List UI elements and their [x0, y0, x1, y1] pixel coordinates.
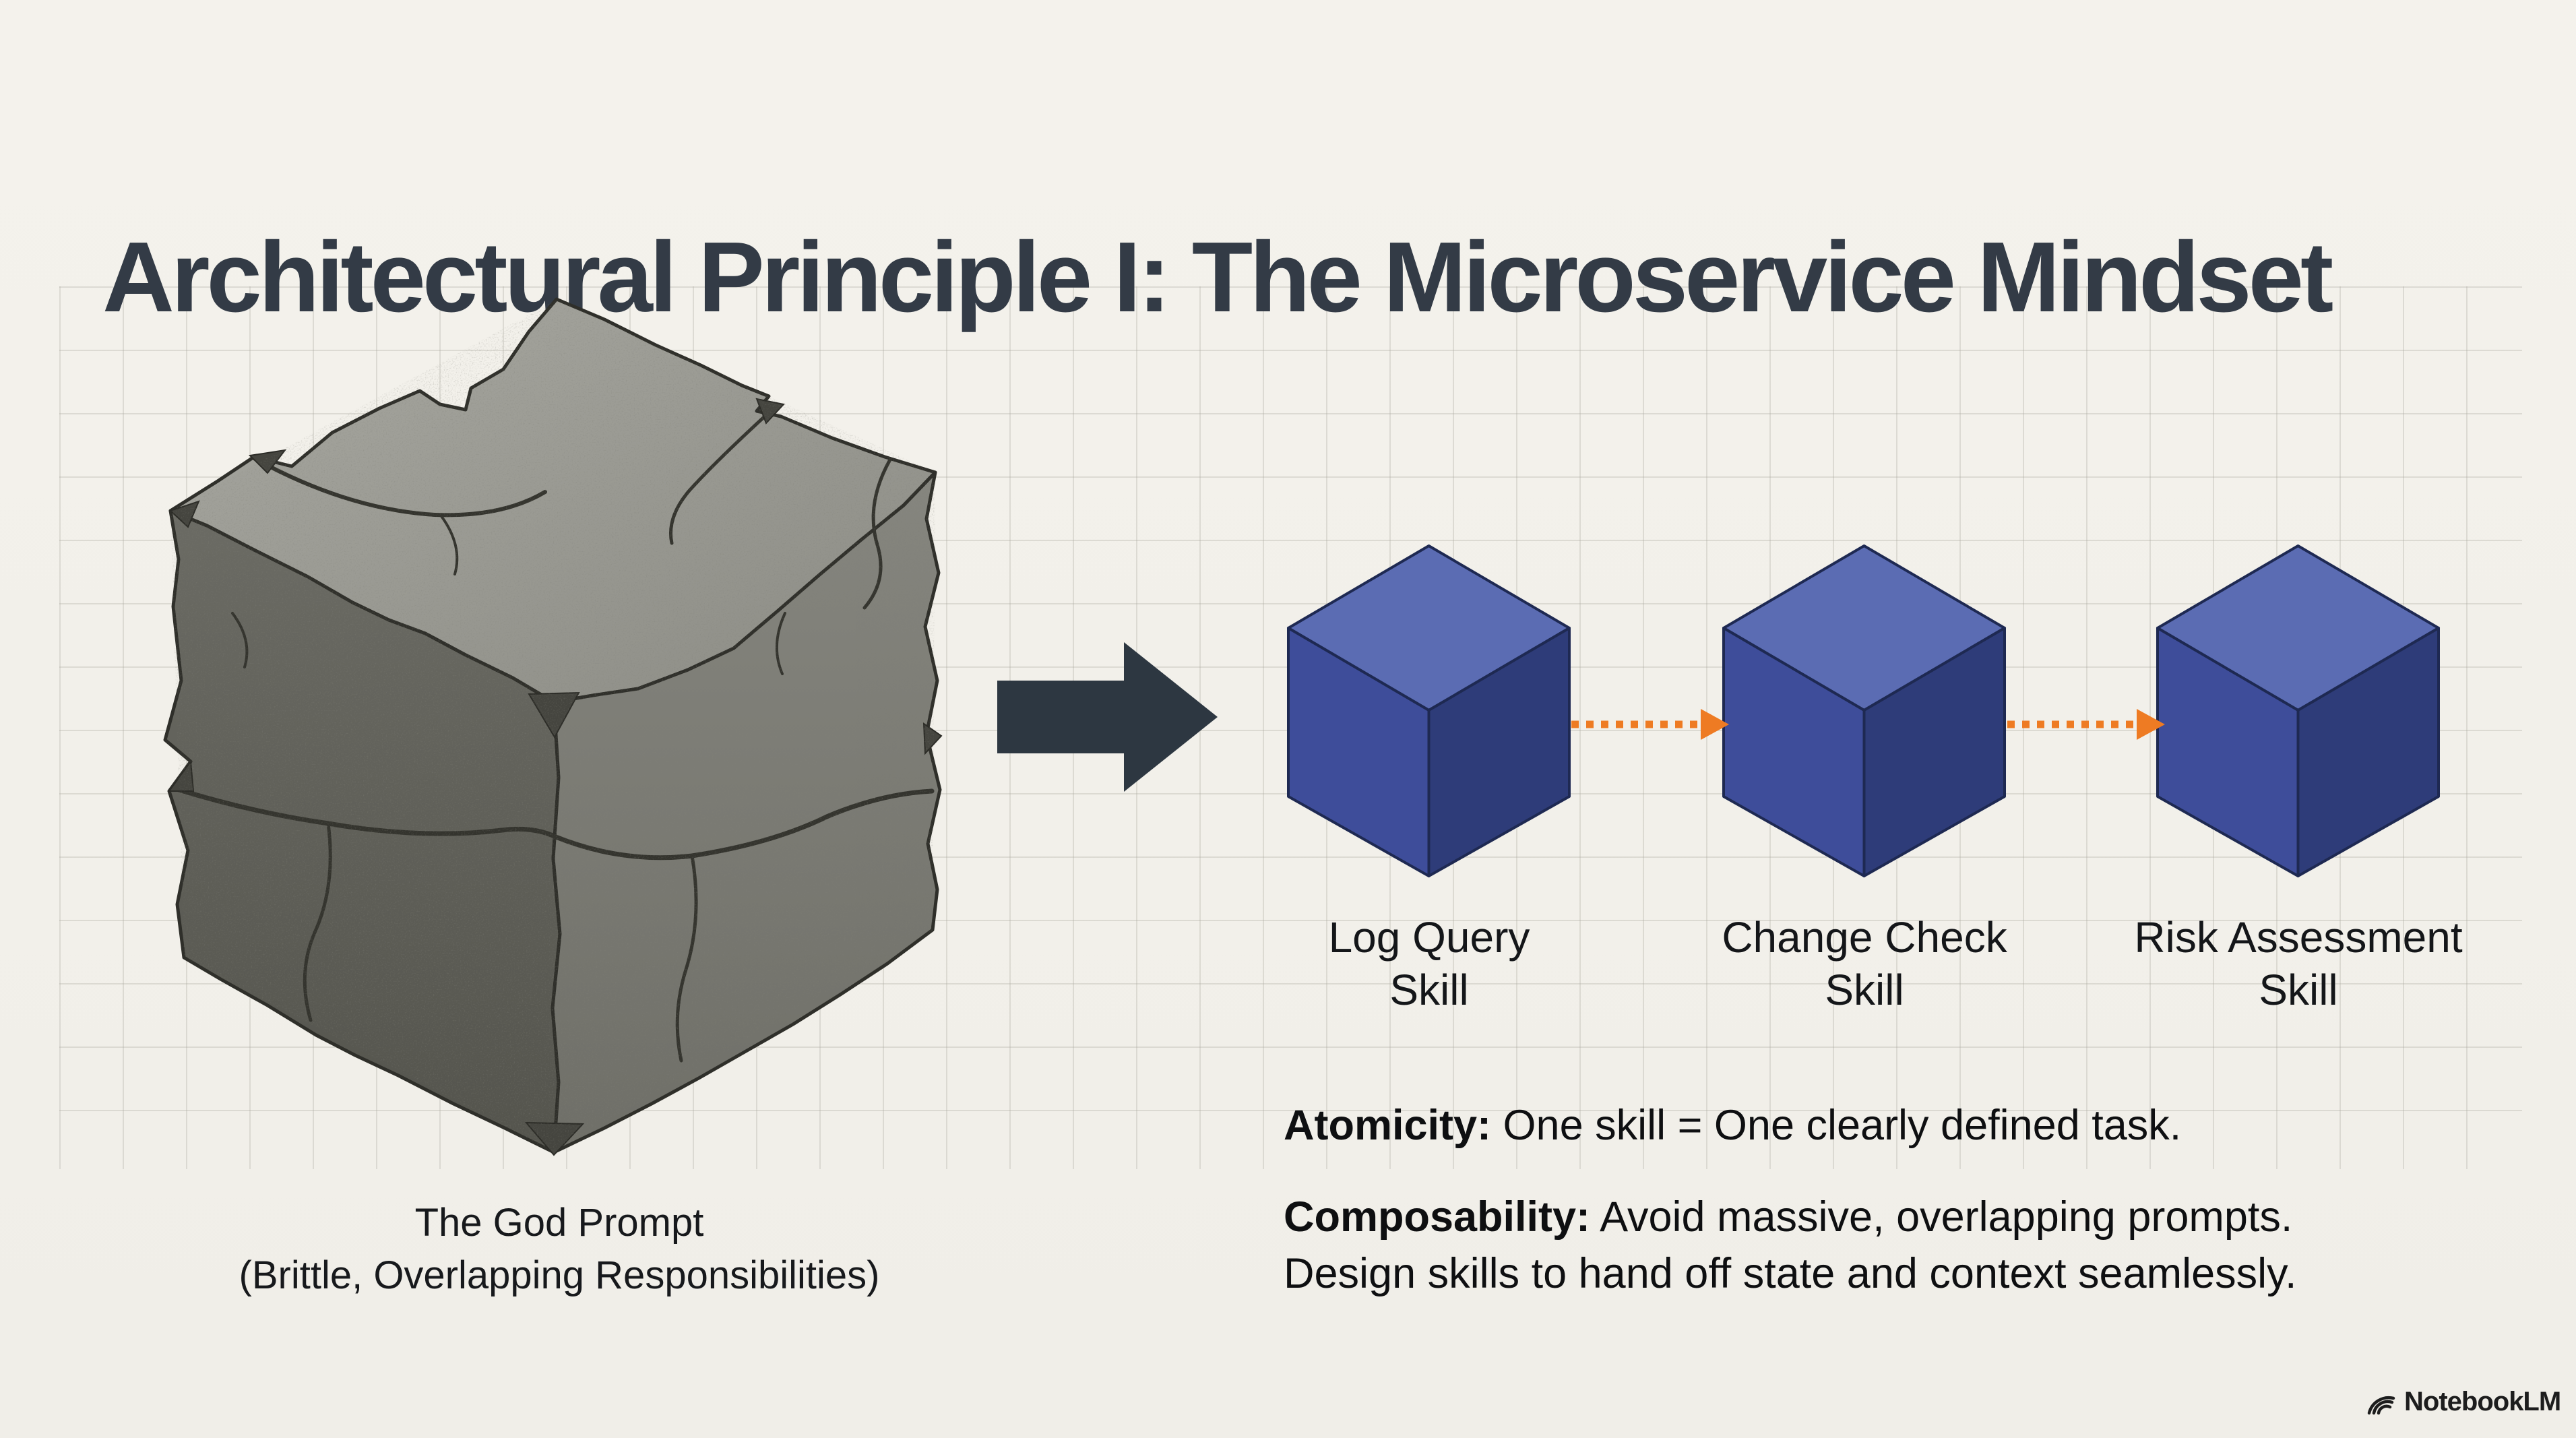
- skill-label-line2: Skill: [1825, 966, 1904, 1014]
- skill-label-log-query: Log Query Skill: [1214, 911, 1645, 1016]
- principles-text: Atomicity: One skill = One clearly defin…: [1284, 1097, 2296, 1302]
- composability-line: Composability: Avoid massive, overlappin…: [1284, 1189, 2296, 1302]
- monolith-caption: The God Prompt (Brittle, Overlapping Res…: [88, 1197, 1031, 1302]
- slide-title: Architectural Principle I: The Microserv…: [102, 222, 2333, 334]
- skill-label-risk-assessment: Risk Assessment Skill: [2083, 911, 2514, 1016]
- skill-connector-arrow-icon: [1571, 709, 1729, 740]
- skill-cube-change-check: [1722, 544, 2006, 877]
- atomicity-line: Atomicity: One skill = One clearly defin…: [1284, 1097, 2296, 1154]
- watermark-label: NotebookLM: [2404, 1387, 2561, 1416]
- skill-label-line2: Skill: [1389, 966, 1469, 1014]
- atomicity-term: Atomicity:: [1284, 1102, 1492, 1149]
- composability-term: Composability:: [1284, 1193, 1591, 1241]
- skill-cube-risk-assessment: [2156, 544, 2440, 877]
- skill-label-change-check: Change Check Skill: [1649, 911, 2080, 1016]
- skill-connector-arrow-icon: [2007, 709, 2165, 740]
- composability-description: Avoid massive, overlapping prompts.: [1600, 1193, 2293, 1241]
- monolith-caption-line2: (Brittle, Overlapping Responsibilities): [239, 1253, 880, 1297]
- skill-label-line1: Risk Assessment: [2134, 913, 2463, 962]
- notebooklm-watermark: NotebookLM: [2366, 1387, 2561, 1417]
- skill-label-line1: Change Check: [1722, 913, 2007, 962]
- monolith-cube-illustration: [163, 297, 943, 1156]
- notebooklm-logo-icon: [2367, 1396, 2395, 1414]
- atomicity-description: One skill = One clearly defined task.: [1503, 1102, 2182, 1149]
- composability-description-line2: Design skills to hand off state and cont…: [1284, 1250, 2297, 1297]
- skill-label-line1: Log Query: [1328, 913, 1530, 962]
- monolith-caption-line1: The God Prompt: [414, 1201, 704, 1245]
- transform-arrow-icon: [997, 642, 1218, 792]
- skill-label-line2: Skill: [2259, 966, 2338, 1014]
- skill-cube-log-query: [1287, 544, 1571, 877]
